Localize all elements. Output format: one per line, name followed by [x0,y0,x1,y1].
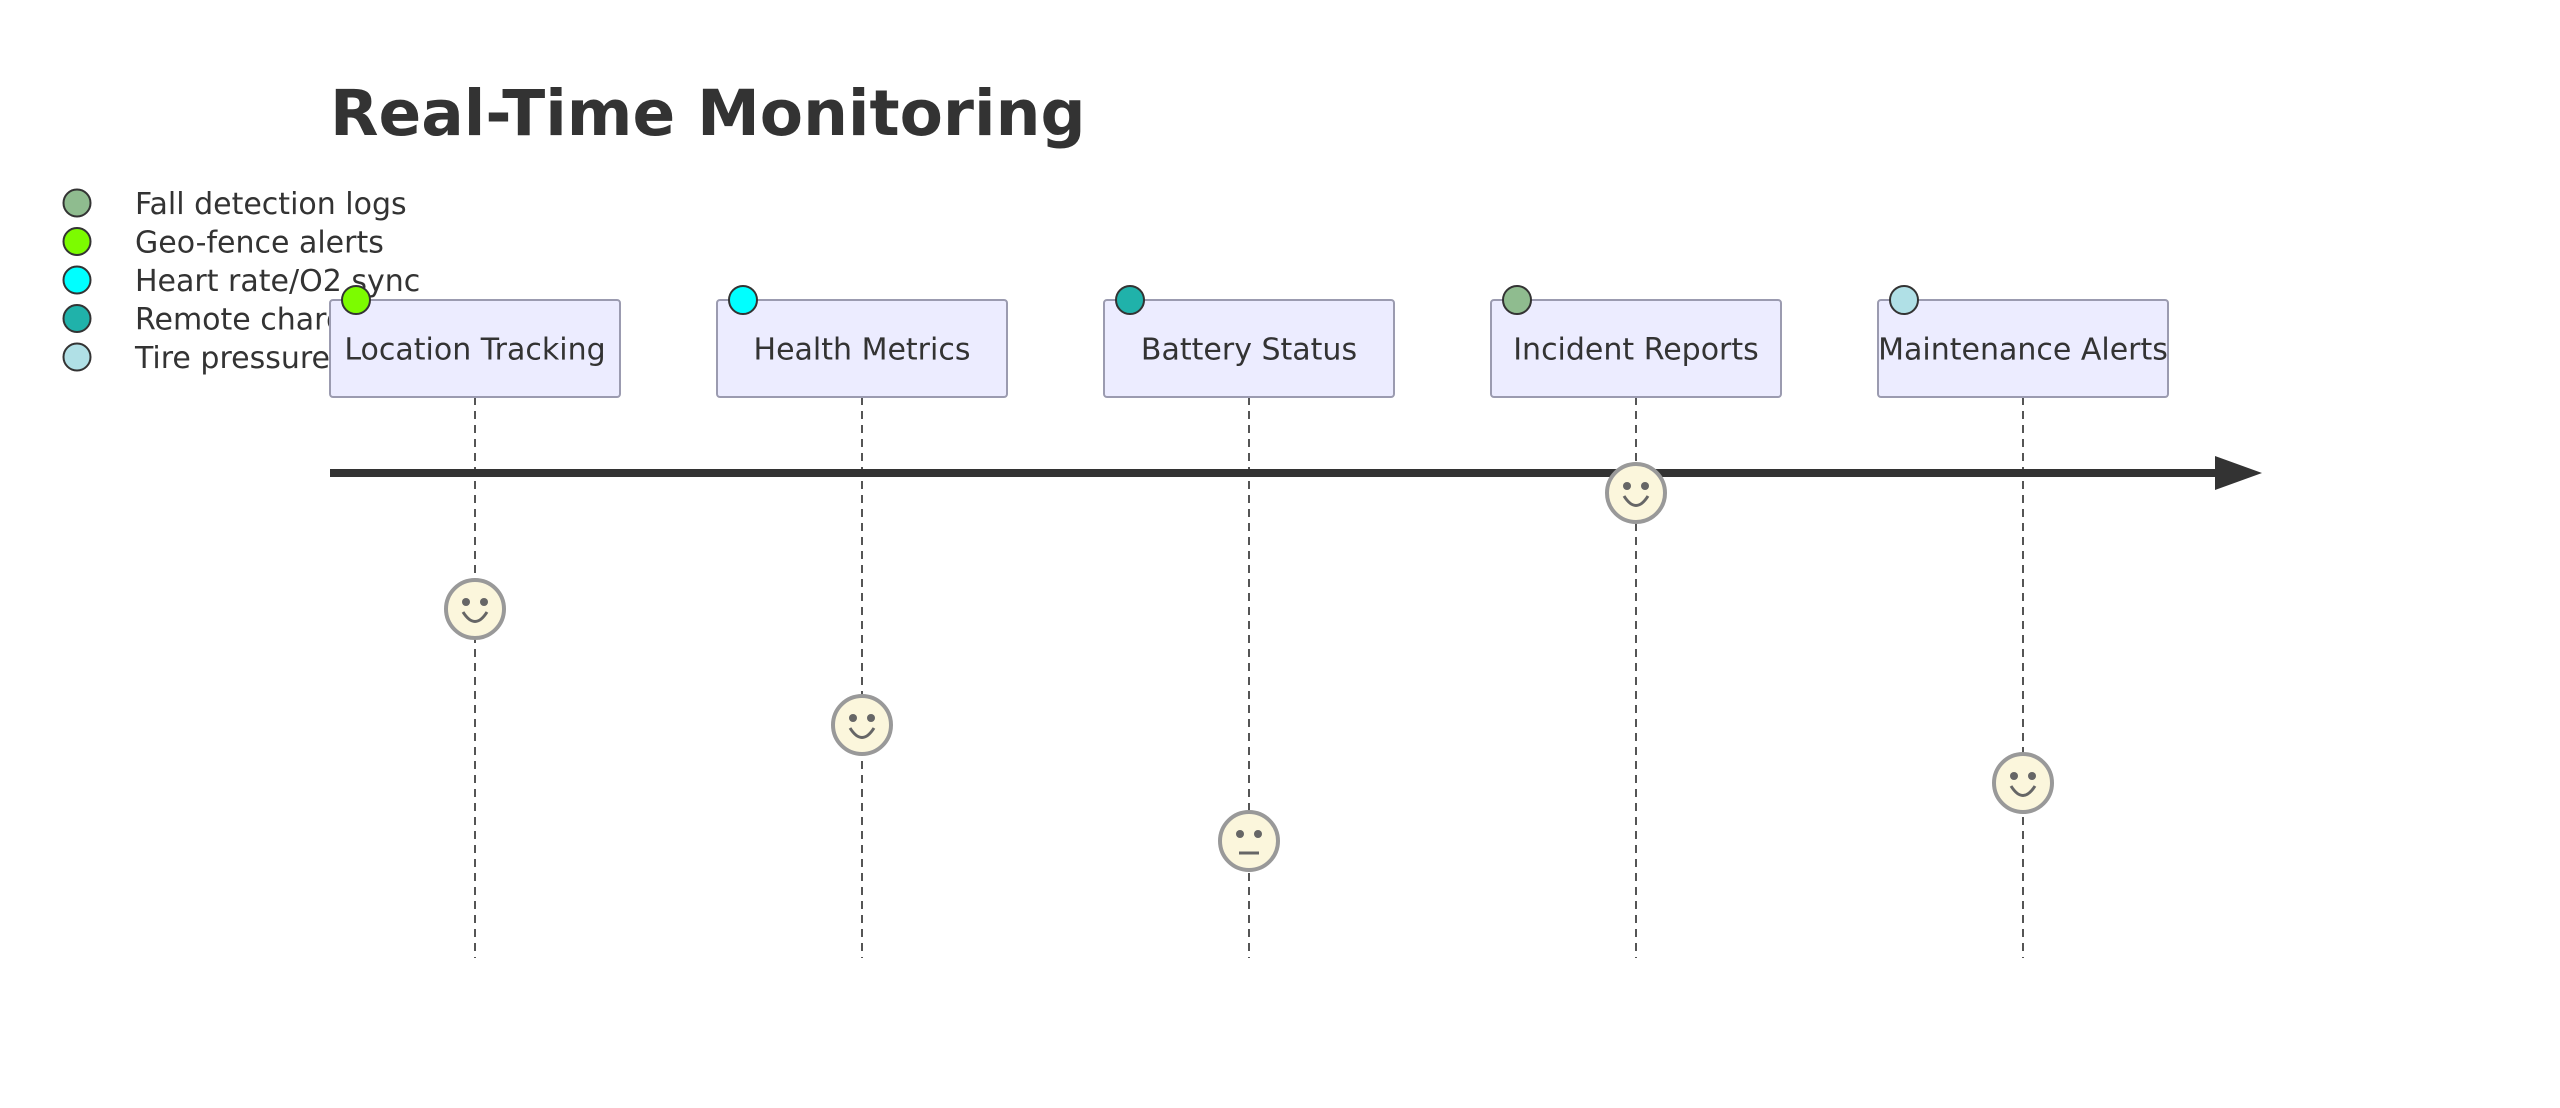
section-box [716,299,1008,398]
section-color-dot [1889,285,1919,315]
face-eye [1236,830,1244,838]
face-mouth [2009,785,2037,797]
legend-swatch [62,342,92,372]
legend-swatch [62,265,92,295]
section-card: Incident Reports [1490,285,1782,398]
section-label: Maintenance Alerts [1878,333,2168,368]
legend-label: Heart rate/O2 sync [135,264,420,299]
happy-face-icon [831,694,893,756]
lifelines [474,397,2024,958]
face-circle [831,694,893,756]
section-box [1490,299,1782,398]
legend-label: Geo-fence alerts [135,226,384,261]
face-eye [1623,482,1631,490]
section-card: Battery Status [1103,285,1395,398]
section-label: Incident Reports [1513,333,1759,368]
section-box [1103,299,1395,398]
face-eye [867,714,875,722]
face-mouth [1622,495,1650,507]
face-eye [1254,830,1262,838]
section-label: Location Tracking [344,333,605,368]
diagram-title: Real-Time Monitoring [330,77,1086,150]
section-card: Location Tracking [329,285,621,398]
happy-face-icon [1605,462,1667,524]
face-eye [2028,772,2036,780]
section-card: Maintenance Alerts [1877,285,2169,398]
section-card: Health Metrics [716,285,1008,398]
face-eye [480,598,488,606]
section-box [329,299,621,398]
mood-faces [444,462,2054,872]
face-mouth [848,727,876,739]
face-eye [849,714,857,722]
face-eye [2010,772,2018,780]
timeline-axis [330,456,2262,490]
legend-label: Fall detection logs [135,187,407,222]
face-circle [1992,752,2054,814]
face-circle [444,578,506,640]
legend-swatch [62,304,92,333]
section-label: Health Metrics [754,333,971,368]
legend-swatch [62,188,92,218]
happy-face-icon [1992,752,2054,814]
timeline-arrowhead [2215,456,2262,490]
section-label: Battery Status [1141,333,1357,368]
legend-swatch [62,227,92,256]
section-box [1877,299,2169,398]
face-eye [1641,482,1649,490]
section-boxes: Location Tracking Health Metrics Battery S… [329,285,2169,398]
section-color-dot [1115,285,1145,315]
section-color-dot [728,285,758,315]
face-circle [1218,810,1280,872]
face-mouth [461,611,489,623]
face-circle [1605,462,1667,524]
happy-face-icon [444,578,506,640]
face-eye [462,598,470,606]
neutral-face-icon [1218,810,1280,872]
section-color-dot [1502,285,1532,315]
section-color-dot [341,285,371,315]
